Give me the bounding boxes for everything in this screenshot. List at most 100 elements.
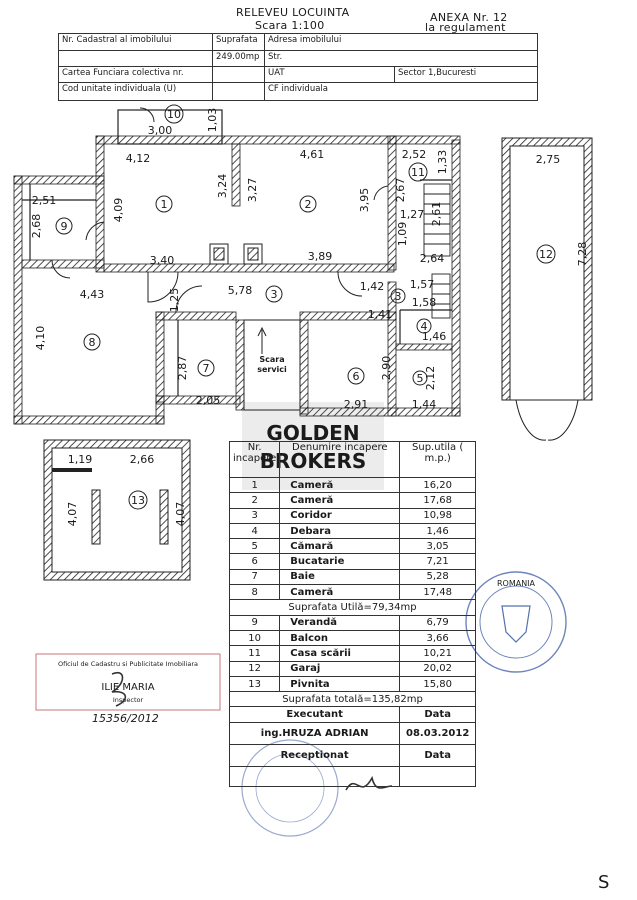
row-area: 1,46 (399, 522, 476, 540)
row-name: Cămară (279, 538, 401, 555)
dim-label: 1,25 (168, 288, 181, 313)
right-stamp: ROMANIA (465, 571, 567, 673)
dim-label: 2,51 (32, 194, 57, 207)
left-stamp-sub: Inspector (113, 696, 144, 704)
receiver-date-label: Data (399, 743, 476, 767)
dim-label: 3,24 (216, 174, 229, 199)
row-nr: 7 (228, 568, 281, 586)
dim-label: 1,41 (368, 308, 393, 321)
dimension-labels: 3,00 1,03 4,12 4,61 2,52 1,33 2,75 2,51 … (30, 108, 589, 527)
right-stamp-ring-text: ROMANIA (497, 579, 536, 588)
dim-label: 3,40 (150, 254, 175, 267)
dim-label: 2,90 (380, 356, 393, 381)
service-stair-label-1: Scara (259, 355, 284, 364)
dim-label: 3,27 (246, 178, 259, 203)
room-3b-label: 3 (395, 290, 402, 303)
row-name: Cameră (279, 584, 401, 601)
dim-label: 4,09 (112, 198, 125, 223)
executor-name: ing.HRUZA ADRIAN (228, 721, 401, 745)
col-area-header: Sup.utila ( m.p.) (399, 441, 476, 478)
row-name: Coridor (279, 507, 401, 524)
row-area: 10,21 (399, 645, 476, 662)
row-nr: 8 (228, 584, 281, 601)
room-13-label: 13 (131, 494, 145, 507)
row-nr: 5 (228, 538, 281, 555)
dim-label: 1,58 (412, 296, 437, 309)
receiver-header-row: Receptionat Data (228, 743, 476, 767)
dim-label: 1,42 (360, 280, 385, 293)
area-value: 249.00mp (213, 51, 265, 67)
grand-total-row: Suprafata totală=135,82mp (229, 691, 476, 708)
dim-label: 2,91 (344, 398, 369, 411)
row-nr: 6 (228, 553, 281, 570)
executor-label: Executant (228, 706, 401, 723)
unit-code-label: Cod unitate individuala (U) (59, 83, 213, 100)
row-name: Cameră (279, 476, 401, 494)
room-2-label: 2 (305, 198, 312, 211)
dim-label: 1,44 (412, 398, 437, 411)
dim-label: 2,61 (430, 202, 443, 227)
dim-label: 4,07 (174, 502, 187, 527)
row-area: 3,66 (399, 629, 476, 647)
row-name: Bucatarie (279, 553, 401, 570)
room-1-label: 1 (161, 198, 168, 211)
row-area: 3,05 (399, 538, 476, 555)
dim-label: 2,87 (176, 356, 189, 381)
row-nr: 10 (228, 629, 281, 647)
dim-label: 2,75 (536, 153, 561, 166)
dim-label: 4,10 (34, 326, 47, 351)
dim-label: 1,09 (396, 222, 409, 247)
dim-label: 2,52 (402, 148, 427, 161)
page-mark: S (598, 872, 609, 893)
left-stamp-number: 15356/2012 (92, 712, 159, 725)
receiver-row (228, 765, 476, 787)
row-name: Cameră (279, 492, 401, 509)
dim-label: 1,33 (436, 150, 449, 175)
room-3-label: 3 (271, 288, 278, 301)
dim-label: 2,66 (130, 453, 155, 466)
executor-header-row: Executant Data (228, 706, 476, 723)
row-nr: 11 (228, 645, 281, 662)
dim-label: 5,78 (228, 284, 253, 297)
annex-label: ANEXA Nr. 12 (430, 11, 508, 24)
dim-label: 1,57 (410, 278, 435, 291)
row-name: Baie (279, 568, 401, 586)
room-12-label: 12 (539, 248, 553, 261)
room-10-label: 10 (167, 108, 181, 121)
row-nr: 2 (228, 492, 281, 509)
dim-label: 3,00 (148, 124, 173, 137)
balcony-outline (117, 109, 223, 145)
staircase (423, 183, 451, 319)
row-nr: 3 (228, 507, 281, 524)
uat-label: UAT (265, 67, 395, 83)
room-11-label: 11 (411, 166, 425, 179)
surfaces-header-row: Nr. incapere Denumire incapere Sup.utila… (228, 441, 476, 478)
room-4-label: 4 (421, 320, 428, 333)
col-nr-header: Nr. incapere (228, 441, 281, 478)
dim-label: 2,68 (30, 214, 43, 239)
dim-label: 2,67 (394, 178, 407, 203)
row-name: Debara (279, 522, 401, 540)
useful-total: Suprafata Utilă=79,34mp (229, 599, 476, 616)
row-area: 5,28 (399, 568, 476, 586)
chimneys (209, 243, 263, 265)
dim-label: 2,12 (424, 366, 437, 391)
row-name: Balcon (279, 629, 401, 647)
room-9-label: 9 (61, 220, 68, 233)
receiver-label: Receptionat (228, 743, 401, 767)
row-area: 6,79 (399, 614, 476, 631)
dim-label: 4,61 (300, 148, 325, 161)
cf-individual-label: CF individuala (268, 84, 328, 94)
area-label: Suprafata (213, 34, 265, 51)
col-name-header: Denumire incapere (279, 441, 401, 478)
room-6-label: 6 (353, 370, 360, 383)
